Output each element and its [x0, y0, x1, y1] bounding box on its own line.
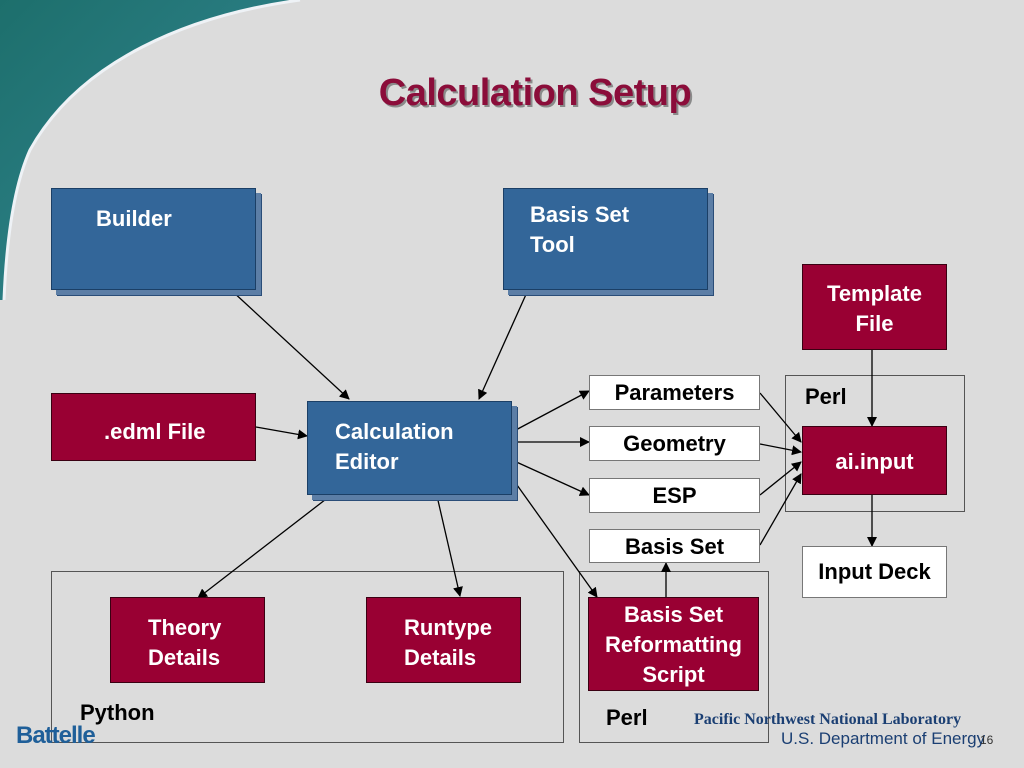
- python-group-label: Python: [80, 700, 155, 725]
- theory-details-label-line2: Details: [148, 645, 221, 670]
- doe-name: U.S. Department of Energy: [781, 729, 986, 748]
- runtype-details-label-line1: Runtype: [404, 615, 492, 640]
- calculation-editor-box: Calculation Editor: [307, 401, 512, 495]
- arrow-editor-to-parameters: [511, 390, 590, 433]
- perl-group-frame-bottom: [579, 571, 769, 743]
- arrow-editor-runtype: [432, 487, 463, 597]
- builder-box: Builder: [51, 188, 256, 290]
- input-deck-label: Input Deck: [818, 559, 931, 584]
- theory-details-label-line1: Theory: [148, 615, 222, 640]
- input-deck-box: Input Deck: [802, 546, 947, 598]
- calculation-editor-label-line1: Calculation: [335, 419, 454, 444]
- template-file-label-line1: Template: [827, 281, 922, 306]
- perl-group-label-bottom: Perl: [606, 705, 648, 730]
- ai-input-box: ai.input: [802, 426, 947, 495]
- esp-box: ESP: [589, 478, 760, 513]
- edml-file-label: .edml File: [104, 419, 206, 444]
- builder-label: Builder: [96, 206, 172, 231]
- runtype-details-box: Runtype Details: [366, 597, 521, 683]
- perl-group-frame-top: [785, 375, 965, 512]
- arrow-editor-to-esp: [511, 459, 590, 496]
- reformatting-label-line3: Script: [642, 662, 705, 687]
- battelle-logo: Battelle: [16, 722, 96, 749]
- esp-label: ESP: [652, 483, 697, 508]
- basis-set-tool-box: Basis Set Tool: [503, 188, 708, 290]
- pnnl-name: Pacific Northwest National Laboratory: [694, 711, 962, 728]
- reformatting-label-line1: Basis Set: [623, 602, 724, 627]
- basis-set-tool-label-line2: Tool: [530, 232, 575, 257]
- basis-set-tool-label-line1: Basis Set: [530, 202, 630, 227]
- arrow-editor-to-reformatting: [511, 477, 598, 598]
- geometry-box: Geometry: [589, 426, 760, 461]
- basis-set-box: Basis Set: [589, 529, 760, 563]
- reformatting-label-line2: Reformatting: [605, 632, 742, 657]
- arrow-editor-theory: [197, 490, 338, 599]
- arrow-builder-to-editor: [230, 289, 350, 400]
- arrow-parameters-to-ai-input: [759, 392, 802, 443]
- arrow-basis-set-to-ai-input: [759, 473, 802, 546]
- edml-file-box: .edml File: [51, 393, 256, 461]
- runtype-details-label-line2: Details: [404, 645, 477, 670]
- theory-details-box: Theory Details: [110, 597, 265, 683]
- arrow-edml-to-editor: [255, 426, 308, 440]
- arrow-esp-to-ai-input: [759, 461, 802, 496]
- arrow-basis-tool-to-editor: [478, 289, 529, 400]
- template-file-label-line2: File: [855, 311, 894, 336]
- calculation-editor-label-line2: Editor: [335, 449, 399, 474]
- parameters-box: Parameters: [589, 375, 760, 410]
- basis-set-reformatting-script-box: Basis Set Reformatting Script: [588, 597, 759, 691]
- parameters-label: Parameters: [614, 380, 735, 405]
- geometry-label: Geometry: [623, 431, 726, 456]
- perl-group-label-top: Perl: [805, 384, 847, 409]
- arrow-geometry-to-ai-input: [759, 443, 802, 456]
- corner-swoosh-decoration: [0, 0, 301, 301]
- slide-title: Calculation Setup: [378, 72, 692, 114]
- template-file-box: Template File: [802, 264, 947, 350]
- page-number: 16: [980, 733, 994, 747]
- basis-set-label: Basis Set: [624, 534, 725, 559]
- ai-input-label: ai.input: [835, 449, 914, 474]
